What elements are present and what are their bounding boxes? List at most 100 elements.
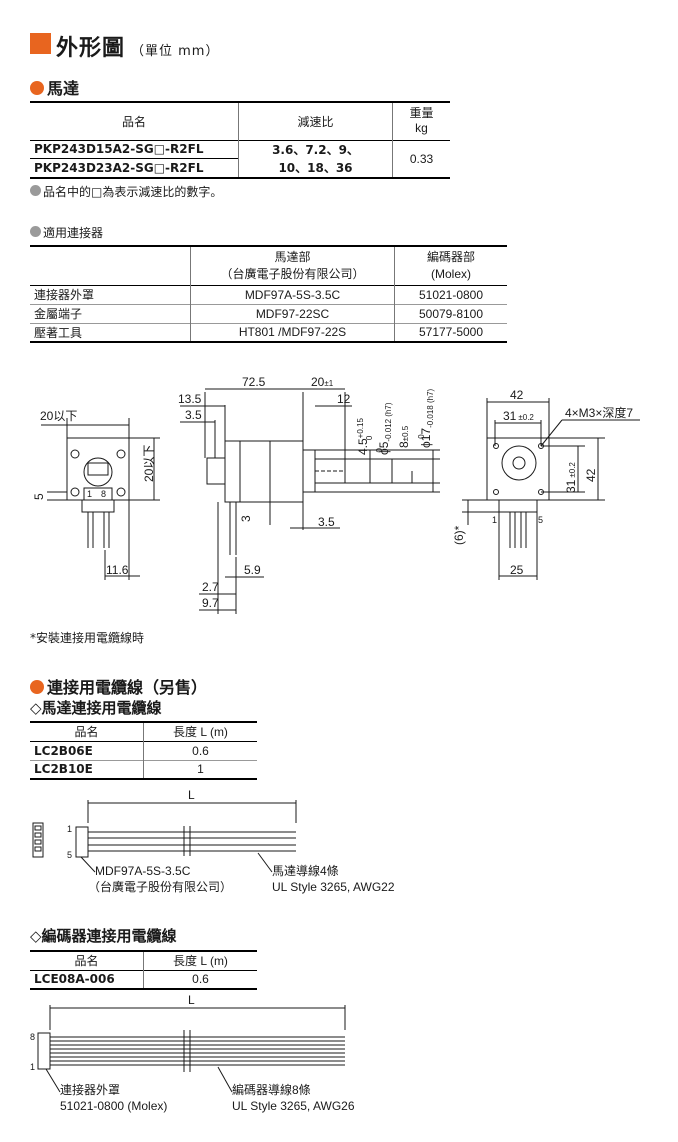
note-bullet-icon [30, 185, 41, 196]
col-weight-unit: kg [415, 121, 428, 136]
connector-col-motor: 馬達部 （台廣電子股份有限公司） [190, 246, 395, 285]
title-marker [30, 33, 51, 54]
dim-side-length: 72.5 [242, 375, 266, 389]
motor-cable-len: 1 [197, 762, 204, 777]
connector-heading-text: 適用連接器 [43, 226, 104, 240]
motor-cable-pin-5: 5 [67, 850, 72, 860]
dim-side-3-5a: 3.5 [185, 408, 202, 422]
encoder-cable-name: LCE08A-006 [30, 970, 144, 989]
connector-col-encoder: 編碼器部 (Molex) [395, 246, 508, 285]
motor-cable-len: 0.6 [192, 743, 209, 758]
encoder-cable-pin-1: 1 [30, 1062, 35, 1072]
motor-cable-pin-1: 1 [67, 824, 72, 834]
encoder-cable-length-label: L [188, 993, 195, 1007]
dim-back-vinner-tol: ±0.2 [568, 462, 577, 478]
encoder-cable-wire-1: 編碼器導線8條 [232, 1082, 311, 1097]
motor-cable-row: LC2B06E 0.6 [30, 741, 257, 760]
motor-cable-col-name: 品名 [30, 722, 144, 741]
connector-row-label: 壓著工具 [30, 323, 191, 342]
motor-cable-col-length: 長度 L (m) [173, 725, 228, 740]
cables-heading-text: 連接用電纜線（另售） [47, 678, 208, 697]
dim-back-inner-value: 31 [503, 409, 517, 423]
dim-side-v3: 8±0.5 [397, 425, 411, 448]
cables-heading: 連接用電纜線（另售） [30, 674, 207, 698]
encoder-cable-wire-2: UL Style 3265, AWG26 [232, 1099, 355, 1113]
dim-side-shaft: 20±1 [311, 375, 334, 389]
dim-side-shaft-tol: ±1 [324, 379, 333, 388]
motor-cable-heading: ◇馬達連接用電纜線 [30, 699, 162, 717]
motor-heading-text: 馬達 [47, 79, 80, 98]
dim-back-bottom: 25 [510, 563, 524, 577]
connector-row-motor: HT801 /MDF97-22S [190, 323, 395, 342]
connector-table: 馬達部 （台廣電子股份有限公司） 編碼器部 (Molex) 連接器外罩 MDF97A… [30, 245, 507, 343]
dim-side-v4: ϕ17-0.018 (h7)0 [417, 388, 435, 448]
connector-col-empty [30, 246, 191, 285]
connector-row-motor: MDF97A-5S-3.5C [190, 285, 395, 304]
dim-back-width: 42 [510, 388, 524, 402]
connector-row-motor: MDF97-22SC [190, 304, 395, 323]
connector-heading: 適用連接器 [30, 224, 103, 241]
connector-row-label: 連接器外罩 [30, 285, 191, 304]
weight-value: 0.33 [392, 140, 450, 179]
encoder-cable-connector-1: 連接器外罩 [60, 1082, 120, 1097]
dim-back-vinner: 31±0.2 [564, 462, 578, 493]
dimension-drawing: 20以下 20以下 5 1 8 11.6 72.5 20±1 13.5 3.5 … [32, 375, 640, 614]
encoder-cable-col-length: 長度 L (m) [173, 954, 228, 969]
col-ratio: 減速比 [238, 102, 393, 140]
dim-side-v1-value: 4.5 [356, 438, 370, 455]
front-pin-1: 1 [87, 489, 92, 499]
dim-side-v2: ϕ5-0.012 (h7) 0 [375, 402, 393, 455]
connector-col-encoder-1: 編碼器部 [426, 249, 475, 264]
back-pin-1: 1 [492, 515, 497, 525]
dim-back-height: 42 [584, 468, 598, 482]
ratio-values: 3.6、7.2、9、10、18、36 [238, 140, 393, 179]
dim-side-v2-base: 0 [375, 447, 384, 452]
dim-front-bottom: 11.6 [106, 563, 129, 577]
dim-side-9-7: 9.7 [202, 596, 219, 610]
dim-front-width: 20以下 [40, 409, 77, 423]
encoder-cable-col-name: 品名 [30, 951, 144, 970]
dim-side-v4-tol: -0.018 (h7) [426, 388, 435, 427]
page-title-text: 外形圖 [56, 36, 126, 61]
page-title: 外形圖（單位 mm） [56, 30, 219, 62]
encoder-cable-drawing: L 8 1 連接器外罩 51021-0800 (Molex) 編碼器導線8條 U… [30, 993, 355, 1113]
dim-side-v1-tol: +0.15 [356, 418, 365, 439]
motor-cable-drawing: L 1 5 MDF97A-5S-3.5C （台廣電子股份有限公司） 馬達導線4條… [32, 788, 395, 894]
motor-cable-table: 品名 長度 L (m) LC2B06E 0.6 LC2B10E 1 [30, 721, 257, 780]
motor-cable-wire-1: 馬達導線4條 [272, 863, 339, 878]
connector-row-encoder: 50079-8100 [418, 306, 484, 321]
motor-cable-length-label: L [188, 788, 195, 802]
bullet-icon [30, 81, 44, 95]
connector-col-encoder-2: (Molex) [430, 266, 471, 281]
dim-side-shaft-value: 20 [311, 375, 325, 389]
dim-side-v2-tol: -0.012 (h7) [384, 402, 393, 441]
dim-side-3-5b: 3.5 [318, 515, 335, 529]
side-body [224, 440, 304, 503]
dim-side-v3-tol: ±0.5 [401, 425, 410, 441]
dim-side-v4-value: ϕ17 [419, 428, 433, 448]
motor-cable-wire-2: UL Style 3265, AWG22 [272, 880, 395, 894]
col-product: 品名 [30, 102, 239, 140]
ratio-line-2: 10、18、36 [278, 160, 353, 175]
dim-front-height: 20以下 [142, 445, 156, 482]
dim-side-v2-value: ϕ5 [377, 441, 391, 455]
back-pin-5: 5 [538, 515, 543, 525]
connector-col-motor-1: 馬達部 [274, 249, 311, 264]
motor-cable-connector-2: （台廣電子股份有限公司） [88, 879, 232, 894]
dim-side-5-9: 5.9 [244, 563, 261, 577]
connector-col-motor-2: （台廣電子股份有限公司） [220, 266, 365, 281]
dim-side-13-5: 13.5 [178, 392, 202, 406]
connector-row-encoder: 57177-5000 [418, 325, 484, 340]
motor-cable-name: LC2B10E [30, 760, 144, 779]
encoder-cable-pin-8: 8 [30, 1032, 35, 1042]
install-footnote: *安裝連接用電纜線時 [30, 631, 145, 645]
motor-note-text: 品名中的□為表示減速比的數字。 [43, 185, 223, 199]
side-boss [206, 457, 226, 485]
product-1: PKP243D15A2-SG□-R2FL [30, 140, 239, 159]
col-weight-label: 重量 [409, 106, 434, 121]
motor-cable-name: LC2B06E [30, 741, 144, 760]
connector-row-encoder: 51021-0800 [418, 287, 484, 302]
dim-side-3: 3 [239, 515, 253, 522]
